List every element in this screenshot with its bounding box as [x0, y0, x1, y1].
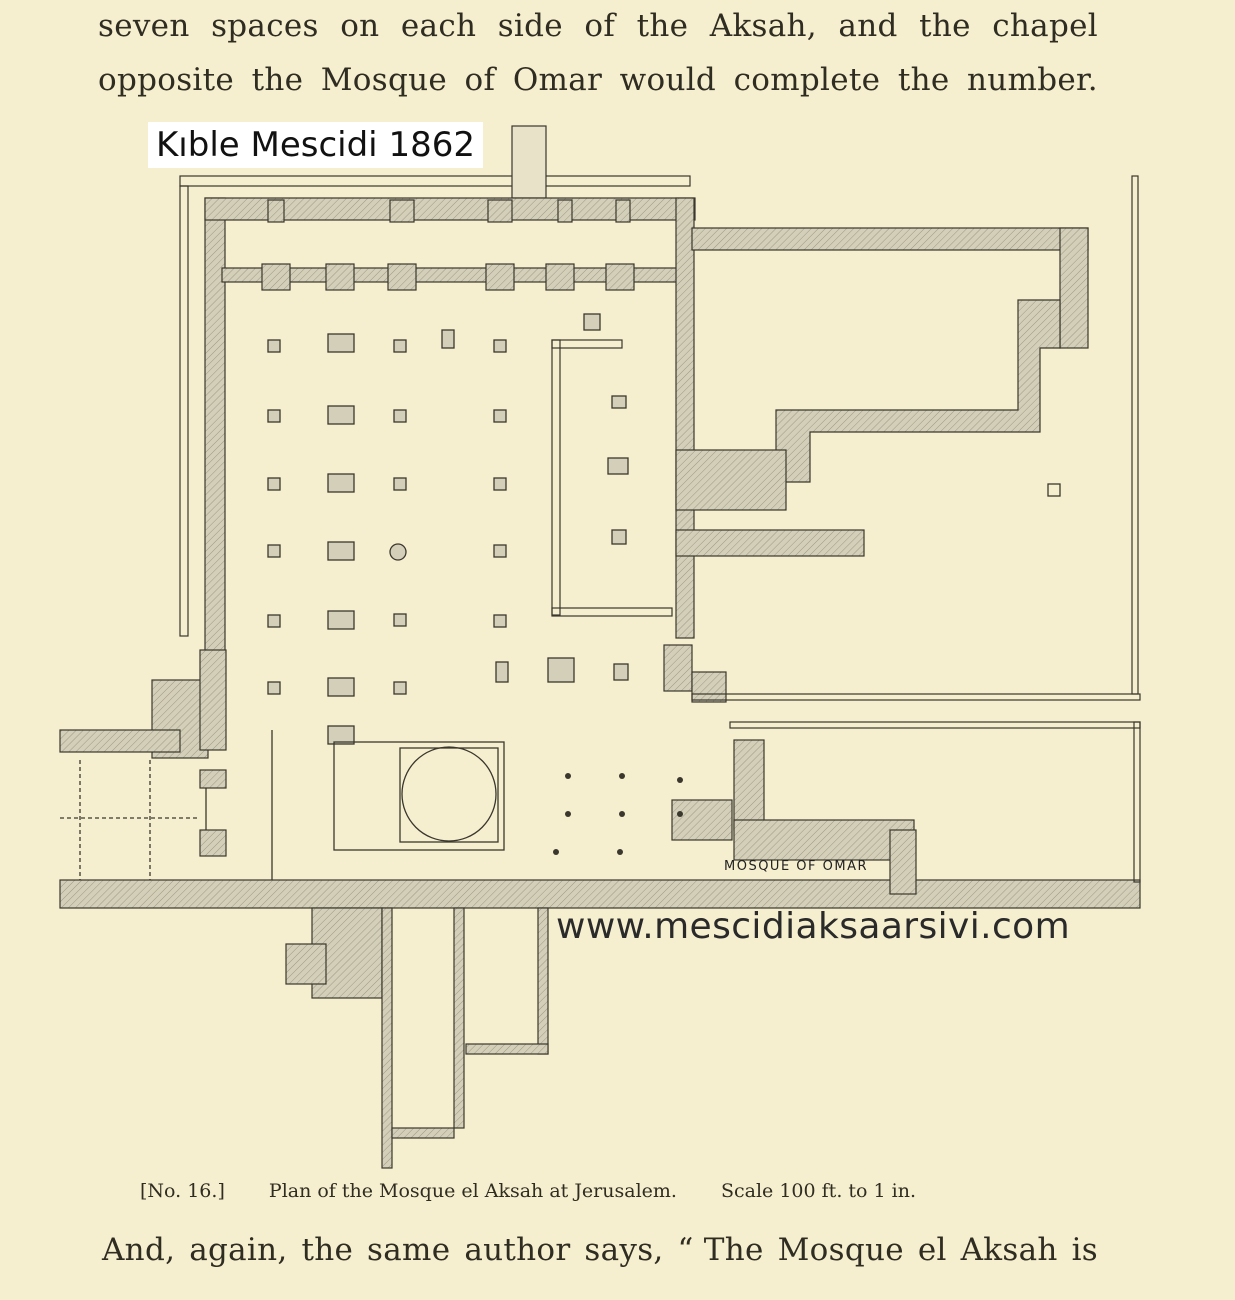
book-word: seven	[98, 8, 190, 44]
book-word: opposite	[98, 62, 235, 98]
book-word: Omar	[512, 62, 603, 98]
book-word: the	[301, 1232, 354, 1268]
book-word: each	[400, 8, 477, 44]
book-word: Mosque	[777, 1232, 904, 1268]
book-word: chapel	[992, 8, 1098, 44]
book-word: Mosque	[320, 62, 448, 98]
overlay-website: www.mescidiaksaarsivi.com	[556, 906, 1071, 947]
book-word: the	[636, 8, 689, 44]
book-word: of	[464, 62, 496, 98]
book-word: Aksah	[960, 1232, 1058, 1268]
book-word: spaces	[211, 8, 319, 44]
figure-caption-text: Plan of the Mosque el Aksah at Jerusalem…	[268, 1180, 677, 1202]
book-word: the	[919, 8, 971, 44]
book-word: “ The	[677, 1232, 764, 1268]
book-word: Aksah,	[709, 8, 817, 44]
mosque-of-omar-label: MOSQUE OF OMAR	[724, 859, 869, 874]
book-word: the	[897, 62, 950, 98]
book-word: the	[251, 62, 304, 98]
book-word: same	[367, 1232, 451, 1268]
book-word: again,	[189, 1232, 288, 1268]
book-word: complete	[733, 62, 881, 98]
book-word: says,	[584, 1232, 664, 1268]
book-word: would	[619, 62, 717, 98]
book-word: number.	[967, 62, 1098, 98]
book-word: side	[497, 8, 563, 44]
overlay-title: Kıble Mescidi 1862	[148, 122, 483, 168]
book-word: is	[1071, 1232, 1098, 1268]
figure-number: [No. 16.]	[140, 1180, 225, 1202]
book-word: on	[340, 8, 380, 44]
figure-scale: Scale 100 ft. to 1 in.	[721, 1180, 916, 1202]
book-word: el	[917, 1232, 947, 1268]
book-word: And,	[102, 1232, 176, 1268]
book-word: of	[584, 8, 616, 44]
book-word: author	[464, 1232, 571, 1268]
book-word: and	[838, 8, 898, 44]
figure-caption: [No. 16.] Plan of the Mosque el Aksah at…	[140, 1180, 954, 1202]
